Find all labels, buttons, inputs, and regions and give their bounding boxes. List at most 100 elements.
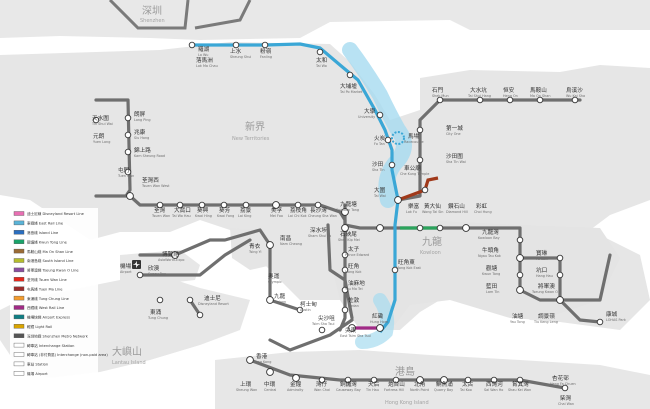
station-marker[interactable] xyxy=(124,148,132,156)
station-marker[interactable] xyxy=(344,376,352,384)
station-marker[interactable] xyxy=(246,356,254,364)
station-marker[interactable] xyxy=(440,376,448,384)
station-marker[interactable] xyxy=(516,286,524,294)
station-marker[interactable] xyxy=(416,126,424,134)
station-marker[interactable] xyxy=(376,324,384,332)
region-shenzhen-zh: 深圳 xyxy=(142,5,162,17)
station-marker[interactable] xyxy=(421,186,429,194)
station-marker[interactable] xyxy=(136,271,144,279)
station-marker[interactable] xyxy=(232,41,240,49)
station-marker[interactable] xyxy=(516,236,524,244)
station-marker[interactable] xyxy=(341,286,349,294)
station-marker[interactable] xyxy=(370,376,378,384)
station-marker[interactable] xyxy=(506,96,514,104)
station-marker[interactable] xyxy=(186,296,194,304)
station-marker[interactable] xyxy=(341,224,349,232)
station-label-en: Choi Hung xyxy=(474,210,492,214)
station-label-zh: 荃灣 xyxy=(154,206,166,214)
station-marker[interactable] xyxy=(92,116,100,124)
station-marker[interactable] xyxy=(561,384,569,392)
station-marker[interactable] xyxy=(516,271,524,279)
station-label-zh: 九龍 xyxy=(274,292,286,300)
station-marker[interactable] xyxy=(316,48,324,56)
legend-label: 荃灣綫 Tsuen Wan Line xyxy=(27,277,68,282)
station-marker[interactable] xyxy=(596,318,604,326)
station-marker[interactable] xyxy=(314,201,322,209)
station-marker[interactable] xyxy=(124,131,132,139)
station-marker[interactable] xyxy=(556,296,564,304)
station-marker[interactable] xyxy=(394,196,402,204)
station-label-zh: 坑口 xyxy=(536,266,547,274)
station-marker[interactable] xyxy=(341,266,349,274)
station-marker[interactable] xyxy=(416,376,424,384)
station-marker[interactable] xyxy=(476,96,484,104)
station-marker[interactable] xyxy=(156,296,164,304)
station-marker[interactable] xyxy=(536,96,544,104)
station-marker[interactable] xyxy=(436,96,444,104)
station-marker[interactable] xyxy=(516,376,524,384)
station-marker[interactable] xyxy=(266,241,274,249)
station-marker[interactable] xyxy=(198,201,206,209)
station-marker[interactable] xyxy=(318,376,326,384)
station-marker[interactable] xyxy=(388,161,396,169)
station-marker[interactable] xyxy=(346,71,354,79)
station-label-zh: 藍田 xyxy=(486,282,498,290)
station-marker[interactable] xyxy=(391,266,399,274)
shenzhen-metro-lines xyxy=(108,0,252,30)
station-marker[interactable] xyxy=(341,251,349,259)
station-marker[interactable] xyxy=(341,306,349,314)
station-marker[interactable] xyxy=(126,192,134,200)
station-label-en: Lai Chi Kok xyxy=(288,214,307,218)
station-marker[interactable] xyxy=(171,251,179,259)
station-marker[interactable] xyxy=(156,201,164,209)
tuen-ma-line-east xyxy=(397,176,439,202)
station-marker[interactable] xyxy=(464,376,472,384)
station-label-zh: 屯門 xyxy=(118,166,130,174)
station-label-zh: 香港 xyxy=(256,352,268,360)
station-marker[interactable] xyxy=(462,224,470,232)
station-label-zh: 炮台山 xyxy=(388,380,405,388)
station-marker[interactable] xyxy=(376,111,384,119)
station-marker[interactable] xyxy=(416,156,424,164)
station-marker[interactable] xyxy=(296,306,304,314)
station-marker[interactable] xyxy=(341,208,349,216)
station-marker[interactable] xyxy=(188,41,196,49)
station-label-zh: 朗屏 xyxy=(134,110,146,118)
station-marker[interactable] xyxy=(124,168,132,176)
station-marker[interactable] xyxy=(416,224,424,232)
station-marker[interactable] xyxy=(318,326,326,334)
station-marker[interactable] xyxy=(294,201,302,209)
station-marker[interactable] xyxy=(348,324,356,332)
region-shenzhen-en: Shenzhen xyxy=(140,18,165,24)
station-marker[interactable] xyxy=(176,201,184,209)
station-marker[interactable] xyxy=(376,224,384,232)
station-marker[interactable] xyxy=(556,254,564,262)
station-marker[interactable] xyxy=(571,96,579,104)
station-label-zh: 馬場 xyxy=(408,132,420,140)
station-marker[interactable] xyxy=(556,271,564,279)
legend-swatch xyxy=(13,220,25,226)
station-label-zh: 調景嶺 xyxy=(538,312,555,320)
station-marker[interactable] xyxy=(242,201,250,209)
station-label-zh: 長沙灣 xyxy=(310,206,327,214)
station-marker[interactable] xyxy=(124,114,132,122)
station-marker[interactable] xyxy=(384,136,392,144)
station-marker[interactable] xyxy=(266,296,274,304)
station-marker[interactable] xyxy=(392,376,400,384)
station-label-en: Admiralty xyxy=(287,388,303,392)
legend-swatch xyxy=(13,371,25,376)
station-marker[interactable] xyxy=(292,374,300,382)
station-marker[interactable] xyxy=(220,201,228,209)
station-marker[interactable] xyxy=(266,368,274,376)
station-label-en: Tai Wo Hau xyxy=(171,214,191,218)
station-marker[interactable] xyxy=(436,224,444,232)
station-marker[interactable] xyxy=(490,376,498,384)
station-marker[interactable] xyxy=(261,41,269,49)
station-marker[interactable] xyxy=(196,311,204,319)
legend-swatch xyxy=(13,305,25,310)
station-marker[interactable] xyxy=(272,201,280,209)
station-label-zh: 石硤尾 xyxy=(340,230,357,238)
station-label-en: Diamond Hill xyxy=(446,210,468,214)
station-marker[interactable] xyxy=(516,254,524,262)
station-label-zh: 大埔墟 xyxy=(340,82,357,90)
